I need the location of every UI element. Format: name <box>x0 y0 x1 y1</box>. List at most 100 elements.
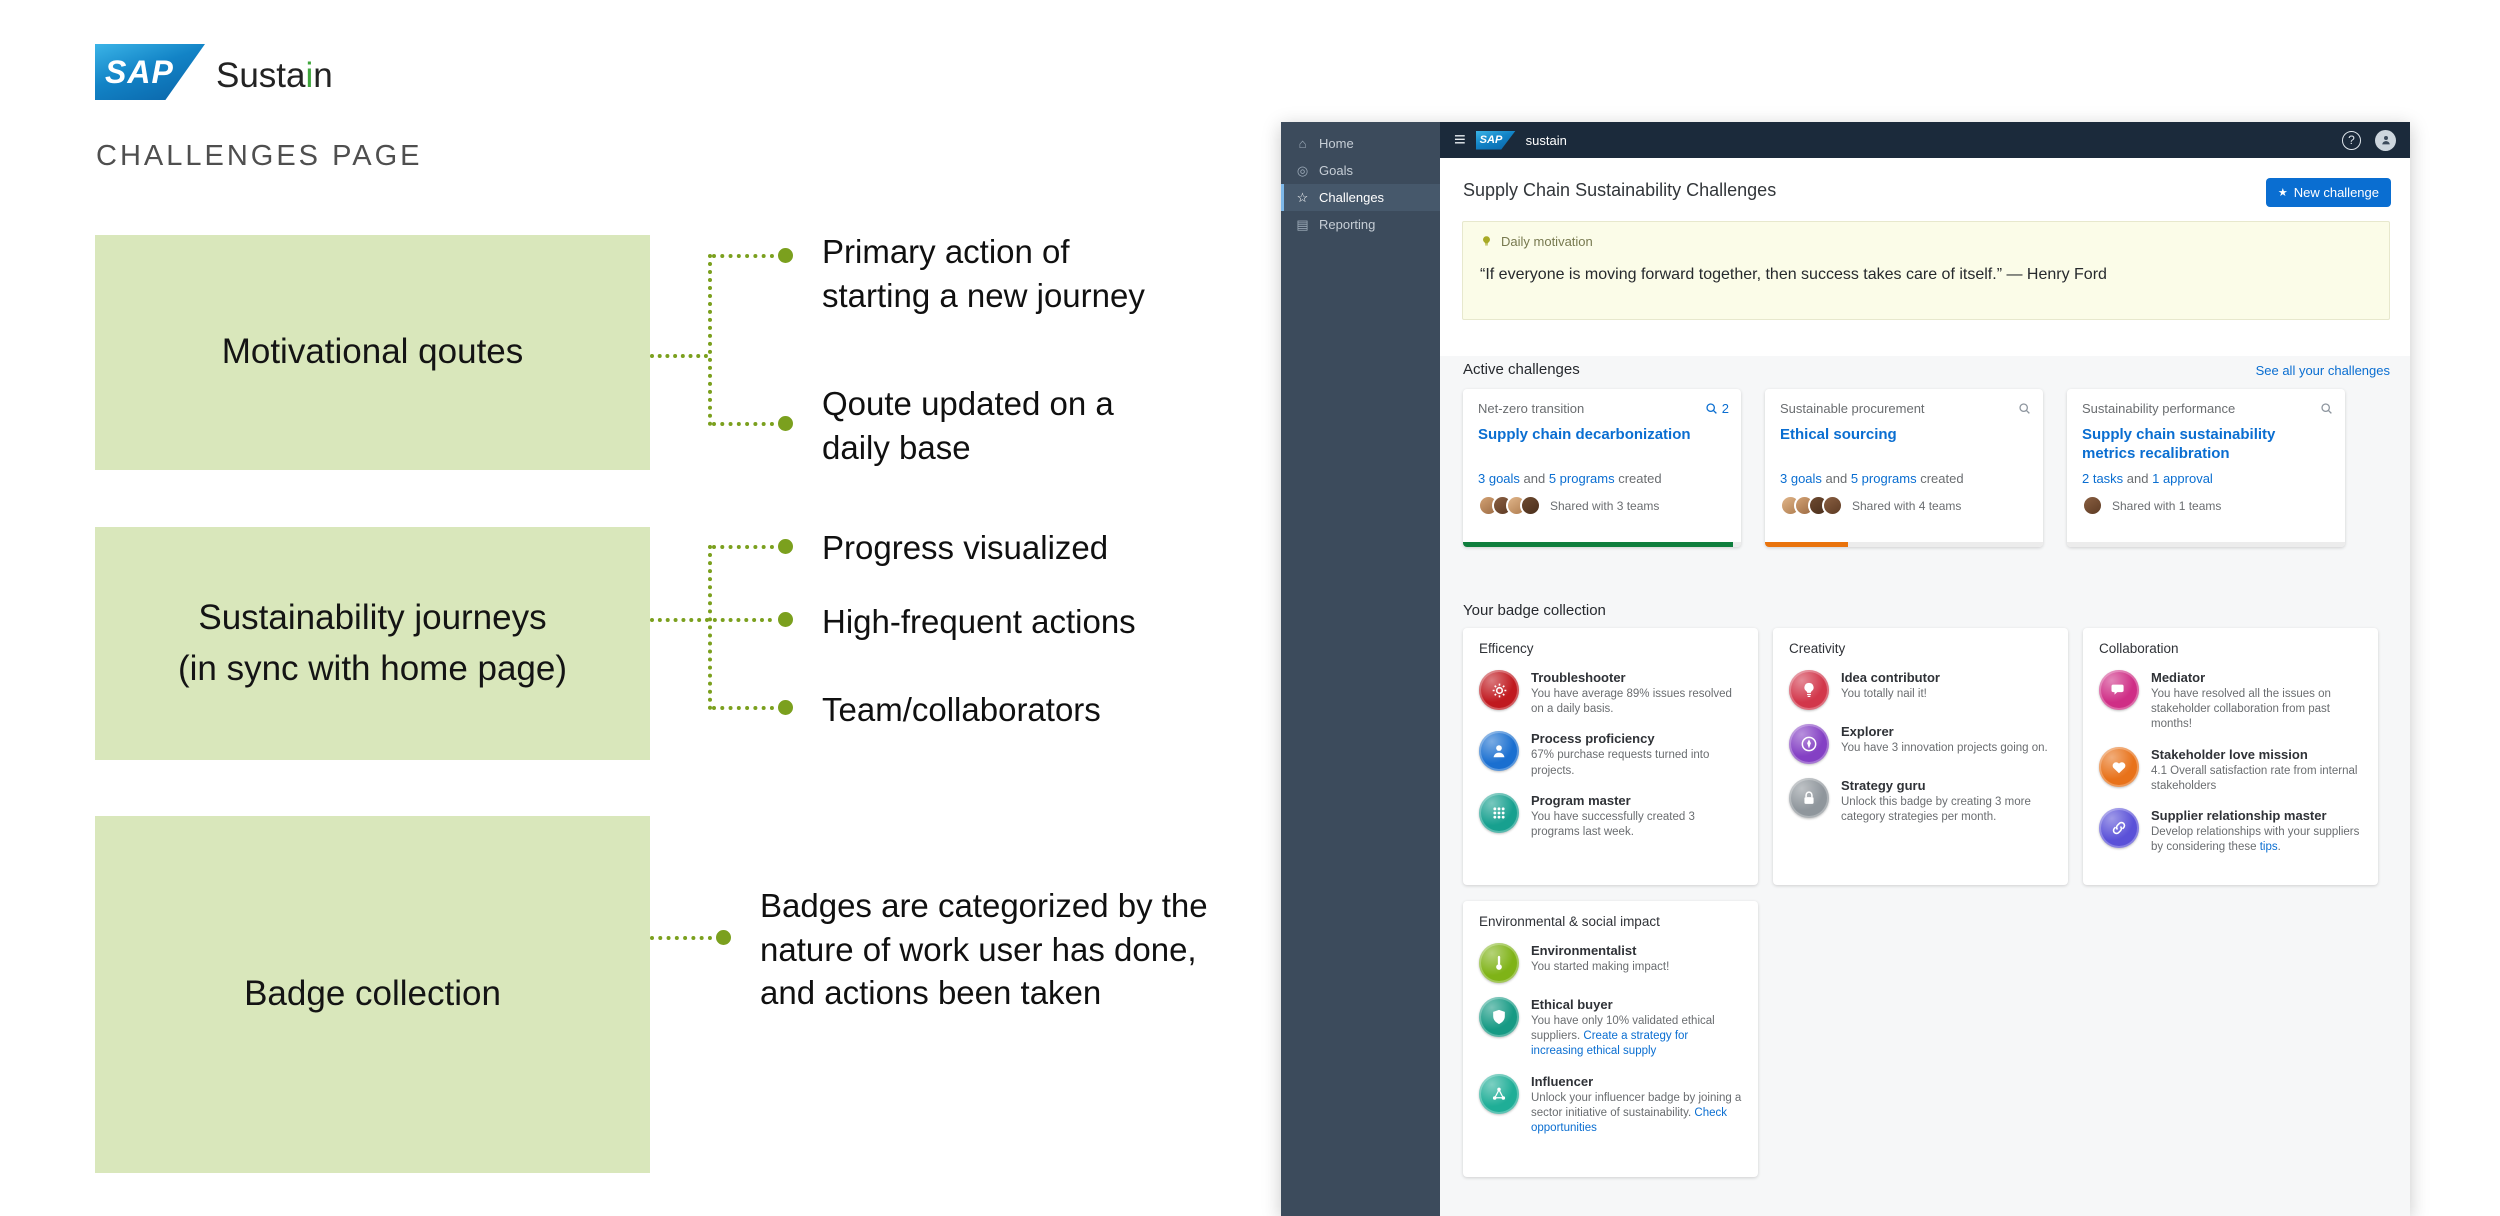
progress-fill <box>1765 542 1849 547</box>
annotation-note: Qoute updated on a daily base <box>822 385 1114 466</box>
badge-collection-heading: Your badge collection <box>1463 602 1606 619</box>
search-count: 2 <box>1721 401 1729 416</box>
annotation-note: Badges are categorized by the nature of … <box>760 887 1208 1012</box>
sidebar-item-goals[interactable]: ◎ Goals <box>1296 162 1353 179</box>
sidebar-item-reporting[interactable]: ▤ Reporting <box>1296 216 1376 233</box>
programs-link[interactable]: 5 programs <box>1850 471 1917 486</box>
progress-bar <box>1463 542 1741 547</box>
mediator-badge <box>2099 670 2139 710</box>
challenge-card[interactable]: Net-zero transition 2 Supply chain decar… <box>1463 389 1741 547</box>
home-icon: ⌂ <box>1298 136 1307 151</box>
main-content: Supply Chain Sustainability Challenges ★… <box>1440 158 2410 1216</box>
troubleshooter-badge <box>1479 670 1519 710</box>
goals-link[interactable]: 3 goals <box>1780 471 1822 486</box>
sap-logo: SAP <box>95 44 205 100</box>
lightbulb-icon <box>1483 236 1490 246</box>
magnifier-icon <box>2321 403 2332 414</box>
annotation-box-badge-collection: Badge collection <box>95 816 650 1173</box>
badge-row: Explorer You have 3 innovation projects … <box>1789 724 2052 764</box>
program-master-badge <box>1479 792 1519 833</box>
connector-line <box>708 545 712 710</box>
chat-bubble-icon <box>2111 684 2124 695</box>
avatar <box>2082 495 2103 516</box>
connector-dot <box>778 700 793 715</box>
shared-label: Shared with 3 teams <box>1550 498 1660 513</box>
connector-dot <box>778 416 793 431</box>
shield-icon <box>1493 1009 1505 1025</box>
topbar: ≡ SAP sustain ? <box>1440 122 2410 158</box>
annotation-note: Team/collaborators <box>822 691 1101 728</box>
connector-dot <box>716 930 731 945</box>
chain-link-icon <box>2112 821 2126 835</box>
challenge-category: Sustainability performance <box>2082 401 2236 416</box>
progress-bar <box>2067 542 2345 547</box>
target-icon: ◎ <box>1296 162 1309 178</box>
challenge-category: Net-zero transition <box>1478 401 1585 416</box>
connector-line <box>712 706 774 710</box>
help-icon[interactable]: ? <box>2342 130 2361 150</box>
goals-link[interactable]: 3 goals <box>1478 471 1520 486</box>
sidebar: ⌂ Home ◎ Goals ☆ Challenges ▤ Reporting <box>1281 122 1440 1216</box>
daily-motivation-label: Daily motivation <box>1479 234 1593 249</box>
lightbulb-icon <box>1804 682 1814 697</box>
badge-row: Idea contributor You totally nail it! <box>1789 670 2052 710</box>
sidebar-item-challenges[interactable]: ☆ Challenges <box>1281 184 1440 211</box>
create-strategy-link[interactable]: Create a strategy for increasing ethical… <box>1531 1030 1689 1058</box>
user-avatar[interactable] <box>2375 129 2396 151</box>
lock-icon <box>1804 791 1814 804</box>
daily-motivation-panel: Daily motivation “If everyone is moving … <box>1462 221 2390 320</box>
badge-row: Stakeholder love mission 4.1 Overall sat… <box>2099 746 2362 794</box>
card-search-control[interactable]: 2 <box>1705 401 1729 416</box>
idea-contributor-badge <box>1789 670 1829 710</box>
see-all-challenges-link[interactable]: See all your challenges <box>2255 363 2390 378</box>
product-title: Sustain <box>216 56 333 95</box>
magnifier-icon <box>1706 403 1717 414</box>
connector-line <box>650 354 708 358</box>
badge-row: Process proficiency 67% purchase request… <box>1479 731 1742 778</box>
card-search-control[interactable] <box>2320 402 2333 415</box>
person-icon <box>2381 135 2390 145</box>
app-window: ⌂ Home ◎ Goals ☆ Challenges ▤ Reporting … <box>1281 122 2410 1216</box>
shared-label: Shared with 1 teams <box>2112 498 2222 513</box>
sidebar-item-home[interactable]: ⌂ Home <box>1281 130 1440 157</box>
star-icon: ★ <box>2277 187 2288 199</box>
annotation-box-sustainability-journeys: Sustainability journeys (in sync with ho… <box>95 527 650 760</box>
badge-card-efficency: Efficency Troubleshooter You have averag… <box>1463 628 1758 885</box>
badge-card-environmental: Environmental & social impact Environmen… <box>1463 901 1758 1177</box>
compass-icon <box>1801 736 1817 752</box>
badge-card-creativity: Creativity Idea contributor You totally … <box>1773 628 2068 885</box>
challenge-title-link[interactable]: Supply chain decarbonization <box>1478 426 1691 443</box>
approval-link[interactable]: 1 approval <box>2152 471 2213 486</box>
active-challenges-heading: Active challenges <box>1463 361 1580 378</box>
tasks-link[interactable]: 2 tasks <box>2082 471 2124 486</box>
badge-row: Troubleshooter You have average 89% issu… <box>1479 670 1742 717</box>
ethical-buyer-badge <box>1479 997 1519 1037</box>
challenge-card[interactable]: Sustainable procurement Ethical sourcing… <box>1765 389 2043 547</box>
connector-line <box>712 254 774 258</box>
influencer-badge <box>1479 1073 1519 1114</box>
star-icon: ☆ <box>1296 189 1309 205</box>
check-opportunities-link[interactable]: Check opportunities <box>1531 1106 1728 1134</box>
challenge-title-link[interactable]: Supply chain sustainability metrics reca… <box>2082 426 2276 462</box>
menu-icon[interactable]: ≡ <box>1454 129 1466 151</box>
challenge-card[interactable]: Sustainability performance Supply chain … <box>2067 389 2345 547</box>
badge-row: Strategy guru Unlock this badge by creat… <box>1789 778 2052 825</box>
magnifier-icon <box>2019 403 2030 414</box>
motivation-quote: “If everyone is moving forward together,… <box>1480 266 2107 283</box>
stakeholder-love-badge <box>2099 746 2139 787</box>
challenge-title-link[interactable]: Ethical sourcing <box>1780 426 1897 443</box>
programs-link[interactable]: 5 programs <box>1548 471 1615 486</box>
gear-icon <box>1492 683 1506 697</box>
app-name: sustain <box>1525 132 1567 148</box>
badge-row: Environmentalist You started making impa… <box>1479 943 1742 983</box>
avatar <box>1822 495 1843 516</box>
card-search-control[interactable] <box>2018 402 2031 415</box>
sap-logo-small: SAP <box>1475 130 1516 150</box>
tips-link[interactable]: tips <box>2259 841 2278 854</box>
connector-line <box>712 422 774 426</box>
progress-fill <box>1463 542 1733 547</box>
environmentalist-badge <box>1479 943 1519 983</box>
annotation-note: High-frequent actions <box>822 603 1136 640</box>
new-challenge-button[interactable]: ★ New challenge <box>2265 178 2391 207</box>
sap-logo-text: SAP <box>105 53 174 90</box>
